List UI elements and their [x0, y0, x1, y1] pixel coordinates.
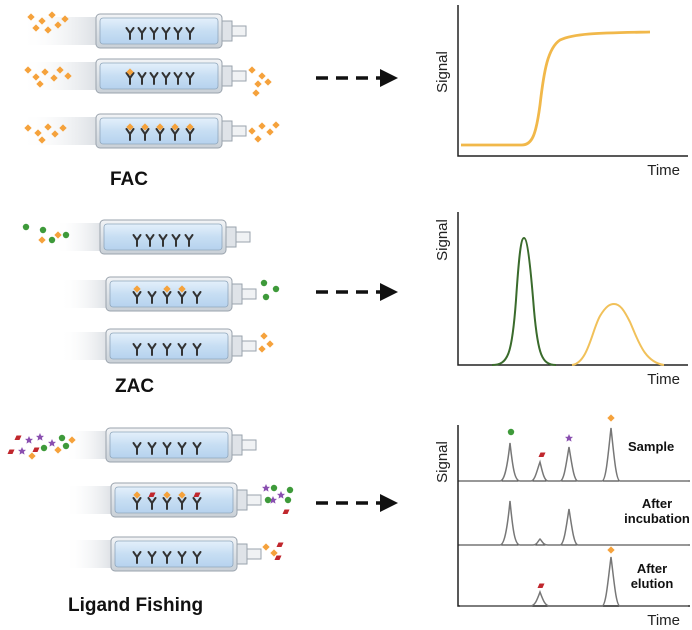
- arrow-lf: [316, 494, 398, 512]
- lf-column-1: [65, 427, 257, 463]
- lf-title: Ligand Fishing: [68, 595, 203, 616]
- lf-trace-after-incubation: [460, 500, 688, 546]
- fac-ligands-out-3: [248, 121, 280, 143]
- zac-title: ZAC: [115, 376, 154, 397]
- zac-x-label: Time: [647, 371, 680, 388]
- fac-title: FAC: [110, 169, 148, 190]
- lf-label-sample: Sample: [628, 439, 674, 454]
- lf-column-2: [65, 482, 262, 518]
- zac-orange-peak: [571, 302, 665, 366]
- zac-ligands-out-green: [260, 279, 280, 301]
- fac-breakthrough-curve: [461, 30, 651, 147]
- lf-column-3: [65, 536, 262, 572]
- fac-x-label: Time: [647, 162, 680, 179]
- lf-ligands-out-2: [262, 484, 294, 514]
- lf-x-label: Time: [647, 612, 680, 629]
- arrow-fac: [316, 69, 398, 87]
- zac-column-3: [60, 328, 257, 364]
- fac-column-2: [20, 58, 247, 94]
- arrow-zac: [316, 283, 398, 301]
- zac-column-2: [60, 276, 257, 312]
- zac-chart: Signal Time: [434, 212, 688, 388]
- fac-ligands-out-2: [248, 66, 272, 97]
- lf-ligands-out-3: [262, 542, 284, 560]
- fac-column-3: [20, 113, 247, 149]
- lf-trace-sample: [460, 427, 688, 482]
- zac-y-label: Signal: [434, 219, 451, 261]
- fac-y-label: Signal: [434, 51, 451, 93]
- zac-ligands-out-orange: [258, 332, 274, 353]
- fac-chart: Signal Time: [434, 5, 688, 179]
- lf-y-label: Signal: [434, 441, 451, 483]
- zac-green-peak: [491, 236, 557, 366]
- lf-trace-after-elution: [460, 556, 688, 607]
- zac-column-1: [55, 219, 251, 255]
- fac-column-1: [20, 13, 247, 49]
